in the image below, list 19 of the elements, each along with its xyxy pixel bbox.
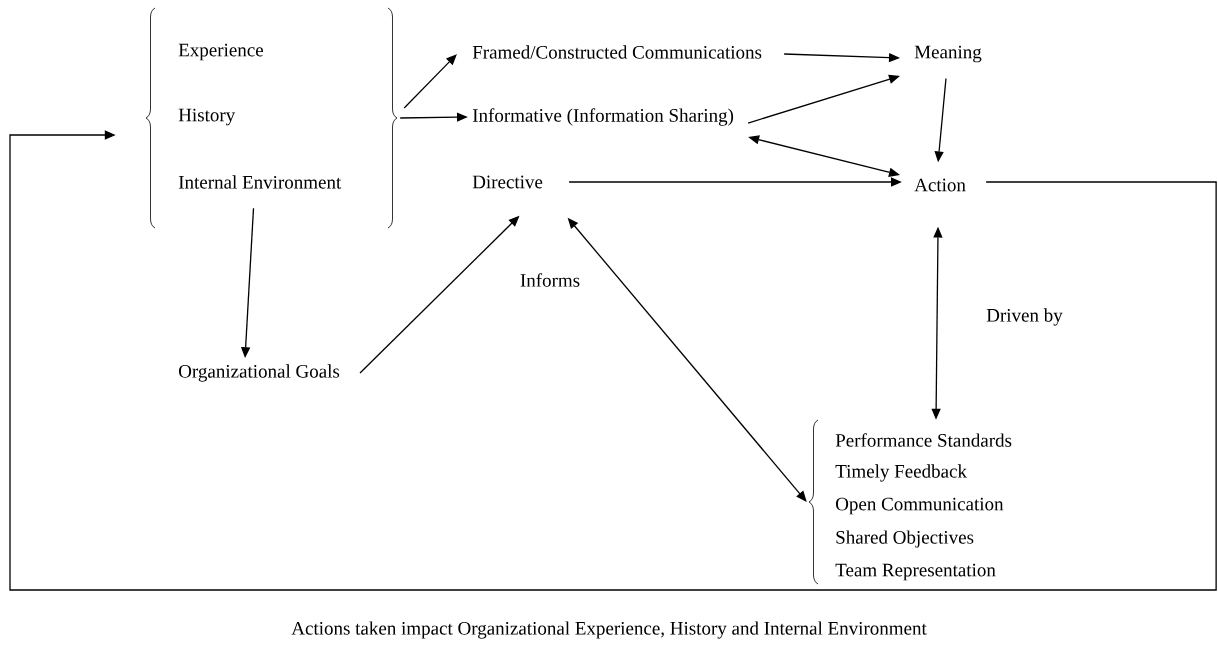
node-label: Organizational Goals: [179, 364, 340, 382]
edge-label: Driven by: [985, 307, 1064, 327]
note-label: Informs: [520, 273, 580, 287]
arrow: [9, 130, 1217, 591]
node-label: Action: [914, 178, 966, 192]
node-label: Directive: [472, 175, 543, 189]
list-item: Team Representation: [835, 563, 996, 581]
list-item: Timely Feedback: [835, 464, 967, 482]
caption: Actions taken impact Organizational Experience, History and Internal Environment: [291, 621, 927, 639]
list-item: Open Communication: [836, 497, 1004, 515]
list-item: Experience: [178, 43, 263, 61]
node-label: Meaning: [914, 45, 982, 63]
list-item: Internal Environment: [178, 175, 342, 189]
arrow: [403, 54, 457, 109]
list-item: History: [178, 108, 236, 126]
list-item: Performance Standards: [835, 433, 1012, 447]
node-label: Informative (Information Sharing): [472, 108, 734, 126]
node-label: Framed/Constructed Communications: [472, 45, 762, 59]
list-item: Shared Objectives: [836, 530, 974, 548]
